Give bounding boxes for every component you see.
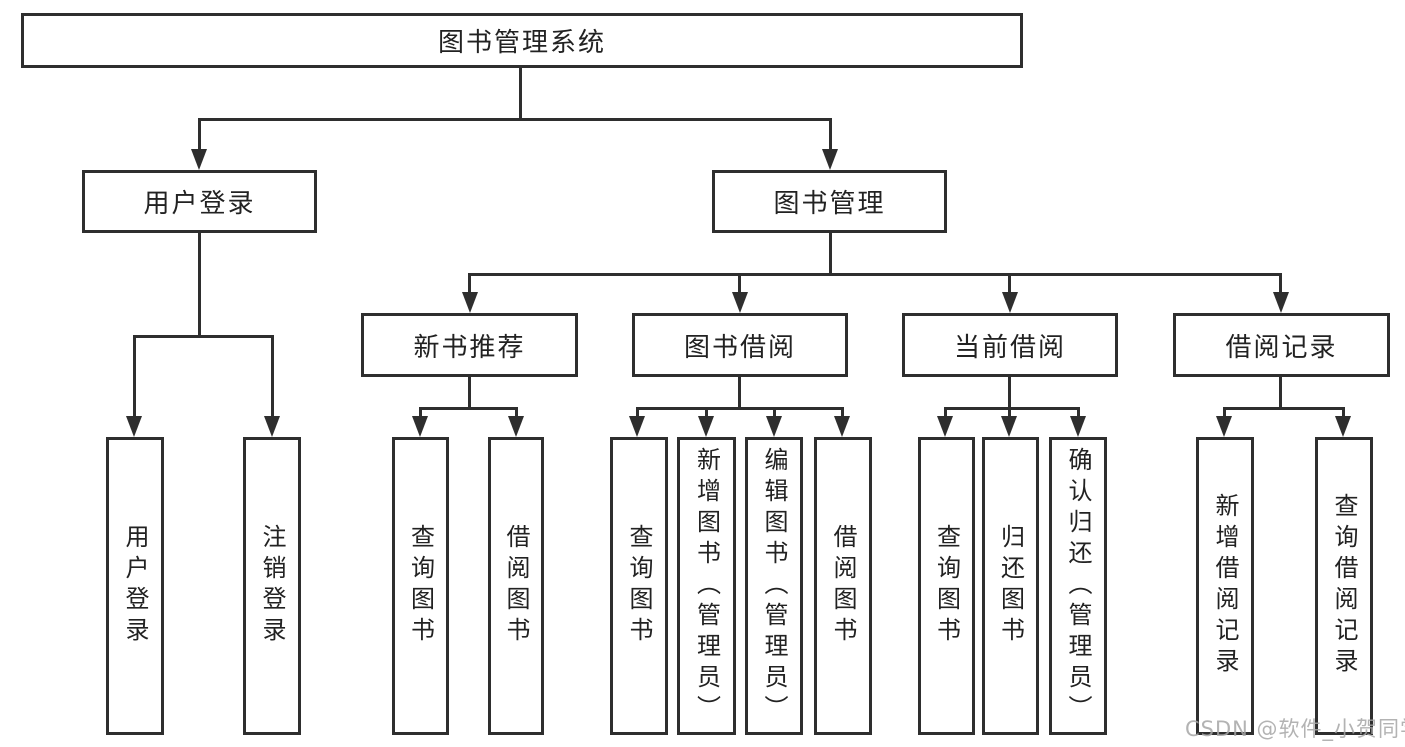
leaf-query-books-current: 查询图书 xyxy=(918,437,975,735)
connector-drop-g3-4 xyxy=(841,407,844,419)
leaf-query-borrow-record-label: 查询借阅记录 xyxy=(1330,493,1358,679)
connector-drop-g4-1 xyxy=(944,407,947,419)
node-book-borrow: 图书借阅 xyxy=(632,313,848,377)
arrowhead-g3-2 xyxy=(698,416,714,437)
connector-level2 xyxy=(198,118,832,121)
connector-book-borrow-group xyxy=(636,407,844,410)
connector-new-book-group xyxy=(419,407,518,410)
leaf-query-books-newrec-label: 查询图书 xyxy=(406,524,435,648)
leaf-borrow-books-newrec: 借阅图书 xyxy=(488,437,544,735)
connector-drop-g5-2 xyxy=(1342,407,1345,419)
leaf-query-books-current-label: 查询图书 xyxy=(932,524,961,648)
leaf-query-books-newrec: 查询图书 xyxy=(392,437,449,735)
arrowhead-g2-1 xyxy=(412,416,428,437)
arrowhead-leaf-user-login xyxy=(126,416,142,437)
connector-drop-current-borrow xyxy=(1008,273,1011,295)
arrowhead-g4-3 xyxy=(1070,416,1086,437)
connector-borrow-records-group xyxy=(1223,407,1345,410)
node-new-book-rec: 新书推荐 xyxy=(361,313,578,377)
connector-drop-book-mgmt xyxy=(829,118,832,152)
arrowhead-book-mgmt xyxy=(822,149,838,170)
node-root-label: 图书管理系统 xyxy=(437,28,606,58)
connector-drop-new-book xyxy=(468,273,471,295)
leaf-return-book: 归还图书 xyxy=(982,437,1039,735)
connector-drop-g5-1 xyxy=(1223,407,1226,419)
leaf-query-books-borrow: 查询图书 xyxy=(610,437,668,735)
connector-drop-book-borrow xyxy=(738,273,741,295)
arrowhead-book-borrow xyxy=(732,292,748,313)
node-user-login-branch: 用户登录 xyxy=(82,170,317,233)
node-book-mgmt-branch-label: 图书管理 xyxy=(773,189,886,219)
node-current-borrow-label: 当前借阅 xyxy=(953,332,1066,363)
leaf-borrow-books-2-label: 借阅图书 xyxy=(829,524,857,648)
connector-drop-g3-2 xyxy=(705,407,708,419)
leaf-return-book-label: 归还图书 xyxy=(996,524,1025,648)
connector-current-borrow-stub xyxy=(1008,377,1011,407)
connector-root-stub xyxy=(519,68,522,120)
connector-new-book-stub xyxy=(468,377,471,407)
leaf-edit-book-admin-label: 编辑图书（管理员） xyxy=(760,446,788,726)
connector-drop-borrow-records xyxy=(1279,273,1282,295)
leaf-borrow-books-2: 借阅图书 xyxy=(814,437,872,735)
connector-user-login-stub xyxy=(198,233,201,335)
arrowhead-g5-1 xyxy=(1216,416,1232,437)
arrowhead-current-borrow xyxy=(1002,292,1018,313)
node-root: 图书管理系统 xyxy=(21,13,1023,68)
leaf-edit-book-admin: 编辑图书（管理员） xyxy=(745,437,803,735)
arrowhead-g3-1 xyxy=(629,416,645,437)
leaf-query-borrow-record: 查询借阅记录 xyxy=(1315,437,1373,735)
connector-borrow-records-stub xyxy=(1279,377,1282,407)
arrowhead-borrow-records xyxy=(1273,292,1289,313)
arrowhead-g3-3 xyxy=(766,416,782,437)
leaf-user-login: 用户登录 xyxy=(106,437,164,735)
connector-level3 xyxy=(468,273,1282,276)
connector-drop-g3-1 xyxy=(636,407,639,419)
connector-current-borrow-group xyxy=(944,407,1080,410)
node-new-book-rec-label: 新书推荐 xyxy=(413,332,526,363)
node-borrow-records-label: 借阅记录 xyxy=(1225,332,1338,363)
node-book-borrow-label: 图书借阅 xyxy=(683,332,796,363)
leaf-add-borrow-record: 新增借阅记录 xyxy=(1196,437,1254,735)
connector-drop-g2-2 xyxy=(515,407,518,419)
connector-drop-user-login xyxy=(198,118,201,152)
connector-drop-g4-3 xyxy=(1077,407,1080,419)
connector-drop-g2-1 xyxy=(419,407,422,419)
leaf-logout-label: 注销登录 xyxy=(258,524,286,648)
arrowhead-leaf-logout xyxy=(264,416,280,437)
arrowhead-g4-2 xyxy=(1001,416,1017,437)
leaf-user-login-label: 用户登录 xyxy=(121,524,149,648)
node-user-login-branch-label: 用户登录 xyxy=(143,189,256,219)
arrowhead-g3-4 xyxy=(834,416,850,437)
leaf-add-book-admin: 新增图书（管理员） xyxy=(677,437,736,735)
csdn-watermark: CSDN @软件_小贺同学 xyxy=(1185,717,1405,741)
arrowhead-g5-2 xyxy=(1335,416,1351,437)
arrowhead-user-login xyxy=(191,149,207,170)
node-borrow-records: 借阅记录 xyxy=(1173,313,1390,377)
arrowhead-g2-2 xyxy=(508,416,524,437)
connector-user-login-group xyxy=(133,335,274,338)
connector-drop-leaf-logout xyxy=(271,335,274,417)
connector-drop-g4-2 xyxy=(1008,407,1011,419)
connector-drop-g3-3 xyxy=(773,407,776,419)
node-book-mgmt-branch: 图书管理 xyxy=(712,170,947,233)
connector-book-borrow-stub xyxy=(738,377,741,407)
arrowhead-g4-1 xyxy=(937,416,953,437)
leaf-borrow-books-newrec-label: 借阅图书 xyxy=(502,524,530,648)
leaf-add-book-admin-label: 新增图书（管理员） xyxy=(692,446,721,726)
connector-drop-leaf-user-login xyxy=(133,335,136,417)
arrowhead-new-book xyxy=(462,292,478,313)
leaf-confirm-return-admin-label: 确认归还（管理员） xyxy=(1064,446,1092,726)
leaf-logout: 注销登录 xyxy=(243,437,301,735)
node-current-borrow: 当前借阅 xyxy=(902,313,1118,377)
leaf-confirm-return-admin: 确认归还（管理员） xyxy=(1049,437,1107,735)
leaf-add-borrow-record-label: 新增借阅记录 xyxy=(1211,493,1239,679)
leaf-query-books-borrow-label: 查询图书 xyxy=(625,524,653,648)
connector-book-mgmt-stub xyxy=(829,233,832,273)
